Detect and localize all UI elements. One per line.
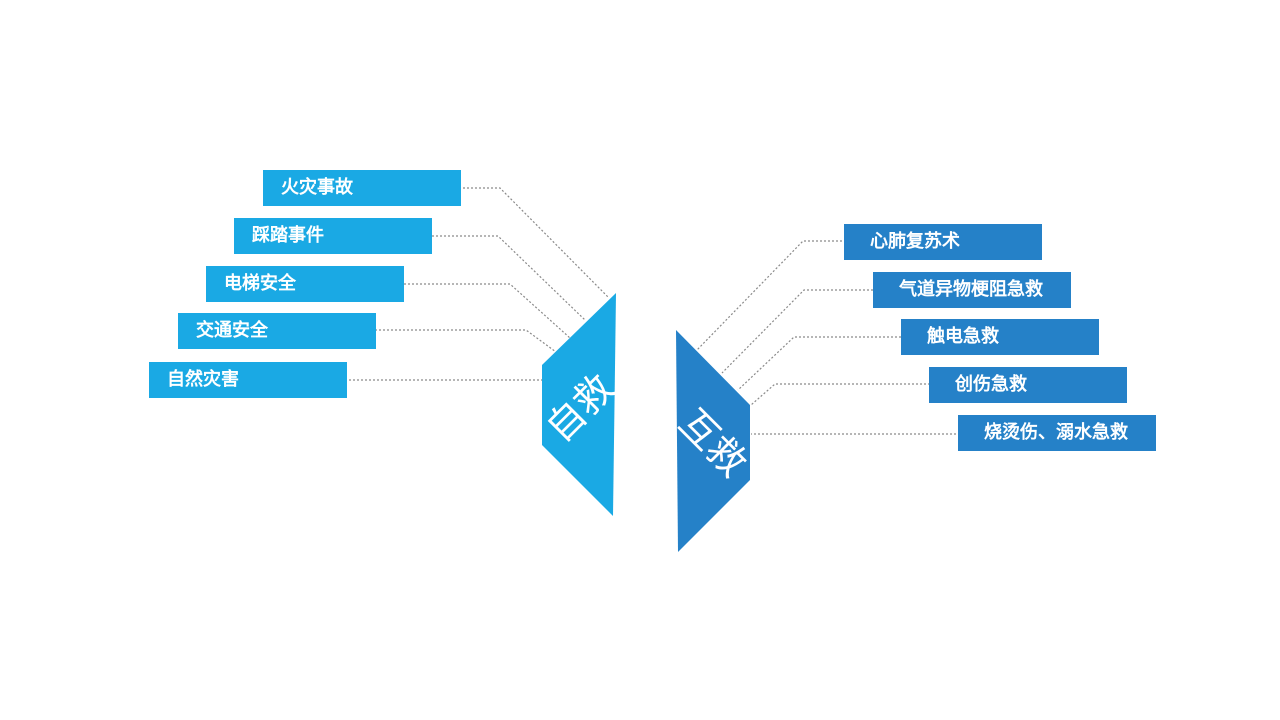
connector-line-right-0 [696,240,850,351]
left-item-4: 自然灾害 [149,362,347,398]
left-group-shape [542,293,616,516]
right-item-2: 触电急救 [901,319,1099,355]
right-item-0: 心肺复苏术 [844,224,1042,260]
connector-line-left-3 [367,329,557,353]
right-item-1: 气道异物梗阻急救 [873,272,1071,308]
right-group-shape [676,330,750,552]
right-item-3: 创伤急救 [929,367,1127,403]
connector-line-left-2 [396,283,571,339]
connector-line-right-1 [721,289,881,374]
connector-line-left-0 [455,187,609,298]
left-item-1: 踩踏事件 [234,218,432,254]
connector-line-right-3 [750,383,938,406]
connector-line-right-2 [737,336,909,391]
right-item-4: 烧烫伤、溺水急救 [958,415,1156,451]
left-item-0: 火灾事故 [263,170,461,206]
left-item-2: 电梯安全 [206,266,404,302]
connector-line-left-1 [424,235,586,321]
left-item-3: 交通安全 [178,313,376,349]
